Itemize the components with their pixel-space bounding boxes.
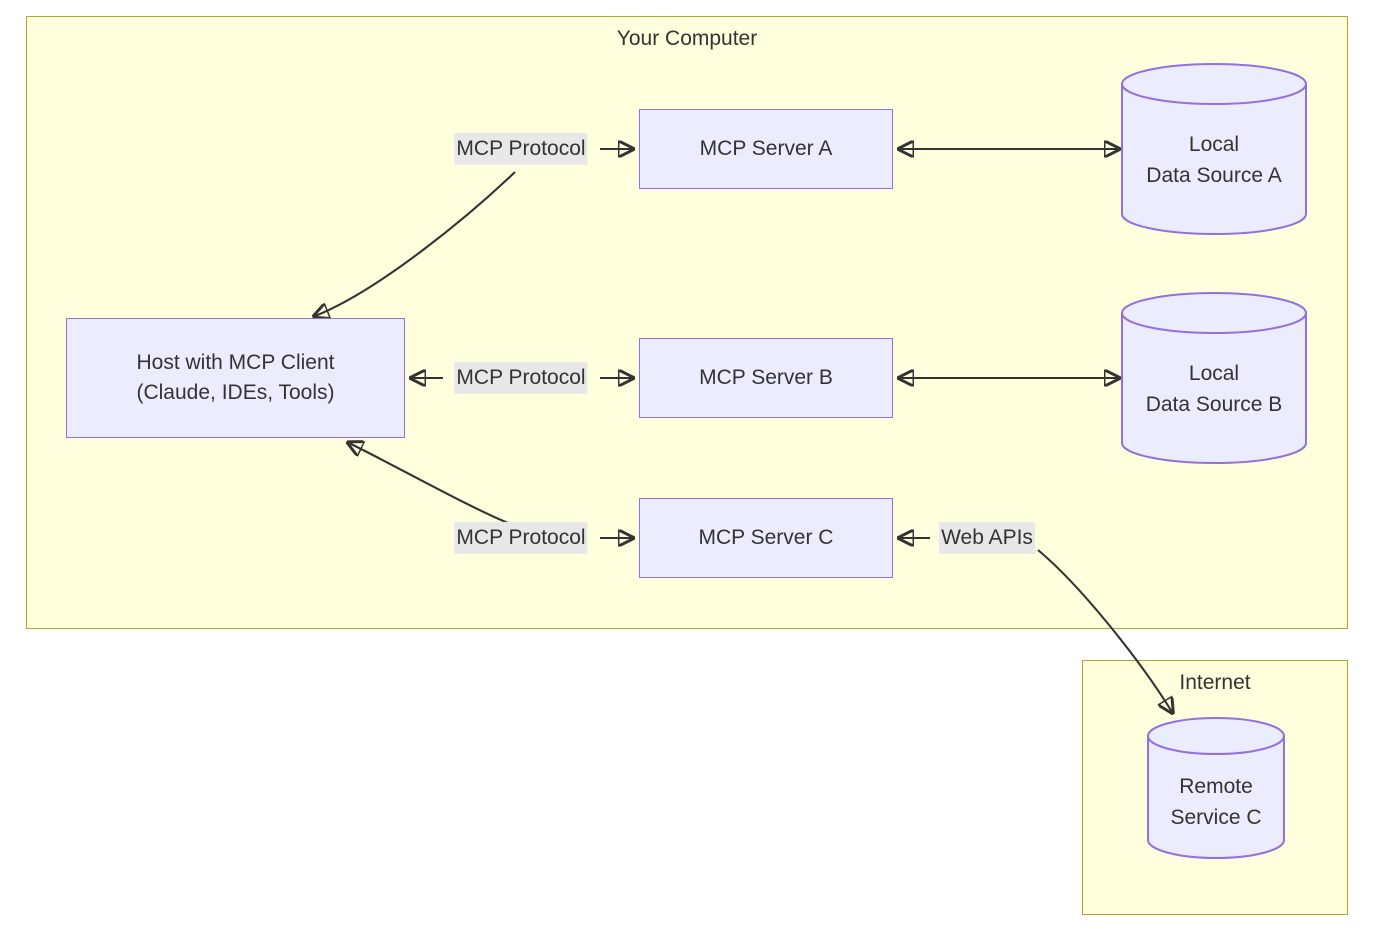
node-source-a-line2: Data Source A <box>1146 164 1282 187</box>
cylinder-shape-a <box>1121 63 1307 235</box>
edge-label-mcp-protocol-c: MCP Protocol <box>454 521 588 555</box>
node-remote-service-c[interactable]: Remote Service C <box>1146 716 1286 859</box>
cylinder-shape-c <box>1147 717 1285 859</box>
node-source-a-line1: Local <box>1188 132 1240 156</box>
node-host-with-mcp-client[interactable]: Host with MCP Client (Claude, IDEs, Tool… <box>66 318 405 438</box>
node-mcp-server-a-label: MCP Server A <box>699 136 833 160</box>
node-source-b-line1: Local <box>1188 361 1240 385</box>
node-local-data-source-a[interactable]: Local Data Source A <box>1120 62 1308 236</box>
node-mcp-server-c-label: MCP Server C <box>698 525 834 549</box>
node-host-label-line1: Host with MCP Client <box>136 350 335 374</box>
node-remote-c-line1: Remote <box>1179 774 1253 798</box>
node-mcp-server-c[interactable]: MCP Server C <box>639 498 893 578</box>
node-mcp-server-a[interactable]: MCP Server A <box>639 109 893 189</box>
node-mcp-server-b-label: MCP Server B <box>699 365 833 389</box>
node-remote-service-c-label: Remote Service C <box>1146 756 1286 848</box>
node-local-data-source-a-label: Local Data Source A <box>1120 110 1308 210</box>
cylinder-shape-b <box>1121 292 1307 464</box>
subgraph-internet-title: Internet <box>1179 671 1251 694</box>
node-local-data-source-b-label: Local Data Source B <box>1120 339 1308 439</box>
node-local-data-source-b[interactable]: Local Data Source B <box>1120 291 1308 465</box>
edge-label-mcp-protocol-a: MCP Protocol <box>454 132 588 166</box>
node-host-label-line2: (Claude, IDEs, Tools) <box>136 381 335 404</box>
edge-label-mcp-protocol-b: MCP Protocol <box>454 361 588 395</box>
node-mcp-server-b[interactable]: MCP Server B <box>639 338 893 418</box>
node-source-b-line2: Data Source B <box>1145 393 1283 416</box>
subgraph-your-computer-title: Your Computer <box>616 27 758 50</box>
node-remote-c-line2: Service C <box>1170 806 1262 829</box>
edge-label-web-apis: Web APIs <box>939 521 1035 555</box>
